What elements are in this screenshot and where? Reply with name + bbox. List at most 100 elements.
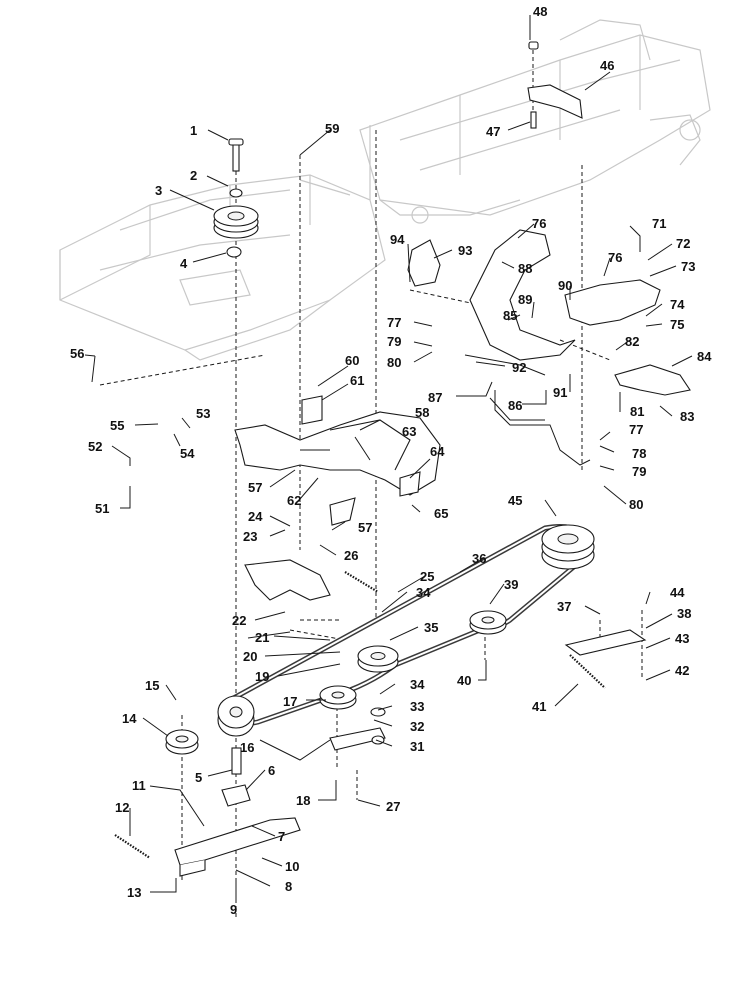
chassis-frame [59,19,711,361]
part-pulley-3 [213,205,259,239]
callout-13: 13 [127,885,141,900]
callout-33: 33 [410,699,424,714]
callout-89: 89 [518,292,532,307]
callout-19: 19 [255,669,269,684]
callout-53: 53 [196,406,210,421]
part-pulley-19 [217,695,255,737]
callout-77-top: 77 [387,315,401,330]
part-pulley-14 [165,729,199,755]
callout-34-upper: 34 [416,585,431,600]
callout-82: 82 [625,334,639,349]
callout-34-lower: 34 [410,677,425,692]
part-bolt-1 [228,138,244,172]
callout-60: 60 [345,353,359,368]
callout-91: 91 [553,385,567,400]
part-bracket-46 [527,84,583,119]
part-arm-32 [329,727,386,751]
callout-59: 59 [325,121,339,136]
callout-5: 5 [195,770,202,785]
callout-10: 10 [285,859,299,874]
callout-31: 31 [410,739,424,754]
callout-20: 20 [243,649,257,664]
callout-16: 16 [240,740,254,755]
callout-47: 47 [486,124,500,139]
callout-22: 22 [232,613,246,628]
part-belt-36 [223,524,591,727]
part-spring-41 [569,654,606,689]
callout-45: 45 [508,493,522,508]
part-spring-92 [464,354,546,376]
part-cover-22 [244,559,331,601]
callout-52: 52 [88,439,102,454]
part-pulley-45 [541,524,595,570]
callout-9: 9 [230,902,237,917]
callout-92: 92 [512,360,526,375]
callout-72: 72 [676,236,690,251]
part-rod-87 [489,390,591,466]
part-pulley-39 [469,610,507,635]
callout-44: 44 [670,585,685,600]
callout-leaders [84,15,693,900]
callout-54: 54 [180,446,195,461]
callout-86: 86 [508,398,522,413]
callout-58: 58 [415,405,429,420]
callout-24: 24 [248,509,263,524]
part-bracket-38 [564,629,647,656]
callout-17: 17 [283,694,297,709]
callout-12: 12 [115,800,129,815]
part-washer-2 [229,188,243,198]
callout-71: 71 [652,216,666,231]
callout-56: 56 [70,346,84,361]
part-pulley-35 [357,645,399,673]
part-spring-12 [114,834,151,859]
callout-51: 51 [95,501,109,516]
callout-79-top: 79 [387,334,401,349]
callout-85: 85 [503,308,517,323]
callout-23: 23 [243,529,257,544]
part-bracket-84 [614,364,691,396]
callout-62: 62 [287,493,301,508]
callout-26: 26 [344,548,358,563]
part-guard-58 [234,411,441,496]
callout-42: 42 [675,663,689,678]
callout-80-bottom: 80 [629,497,643,512]
callout-labels: 1 2 3 4 5 6 7 8 9 10 11 12 13 14 15 16 1… [70,4,712,917]
callout-55: 55 [110,418,124,433]
part-washer-33 [370,707,386,717]
part-plate-57 [329,497,356,526]
callout-83: 83 [680,409,694,424]
callout-79-bottom: 79 [632,464,646,479]
callout-46: 46 [600,58,614,73]
callout-25: 25 [420,569,434,584]
callout-4: 4 [180,256,188,271]
part-bolt-47 [530,111,537,129]
callout-40: 40 [457,673,471,688]
callout-78: 78 [632,446,646,461]
callout-41: 41 [532,699,546,714]
part-pulley-17 [319,685,357,710]
callout-94: 94 [390,232,405,247]
part-nut-48 [528,41,539,50]
part-bracket-6 [221,784,251,807]
part-shield-93 [407,239,441,287]
callout-7: 7 [278,829,285,844]
callout-87: 87 [428,390,442,405]
callout-88: 88 [518,261,532,276]
callout-64: 64 [430,444,445,459]
callout-63: 63 [402,424,416,439]
part-bracket-73 [564,279,661,326]
part-plate-88 [469,229,576,361]
callout-43: 43 [675,631,689,646]
callout-37: 37 [557,599,571,614]
callout-35: 35 [424,620,438,635]
callout-74: 74 [670,297,685,312]
callout-3: 3 [155,183,162,198]
part-bracket-61 [301,395,323,425]
callout-1: 1 [190,123,197,138]
callout-18: 18 [296,793,310,808]
part-arm-7 [174,817,301,877]
callout-84: 84 [697,349,712,364]
callout-48: 48 [533,4,547,19]
